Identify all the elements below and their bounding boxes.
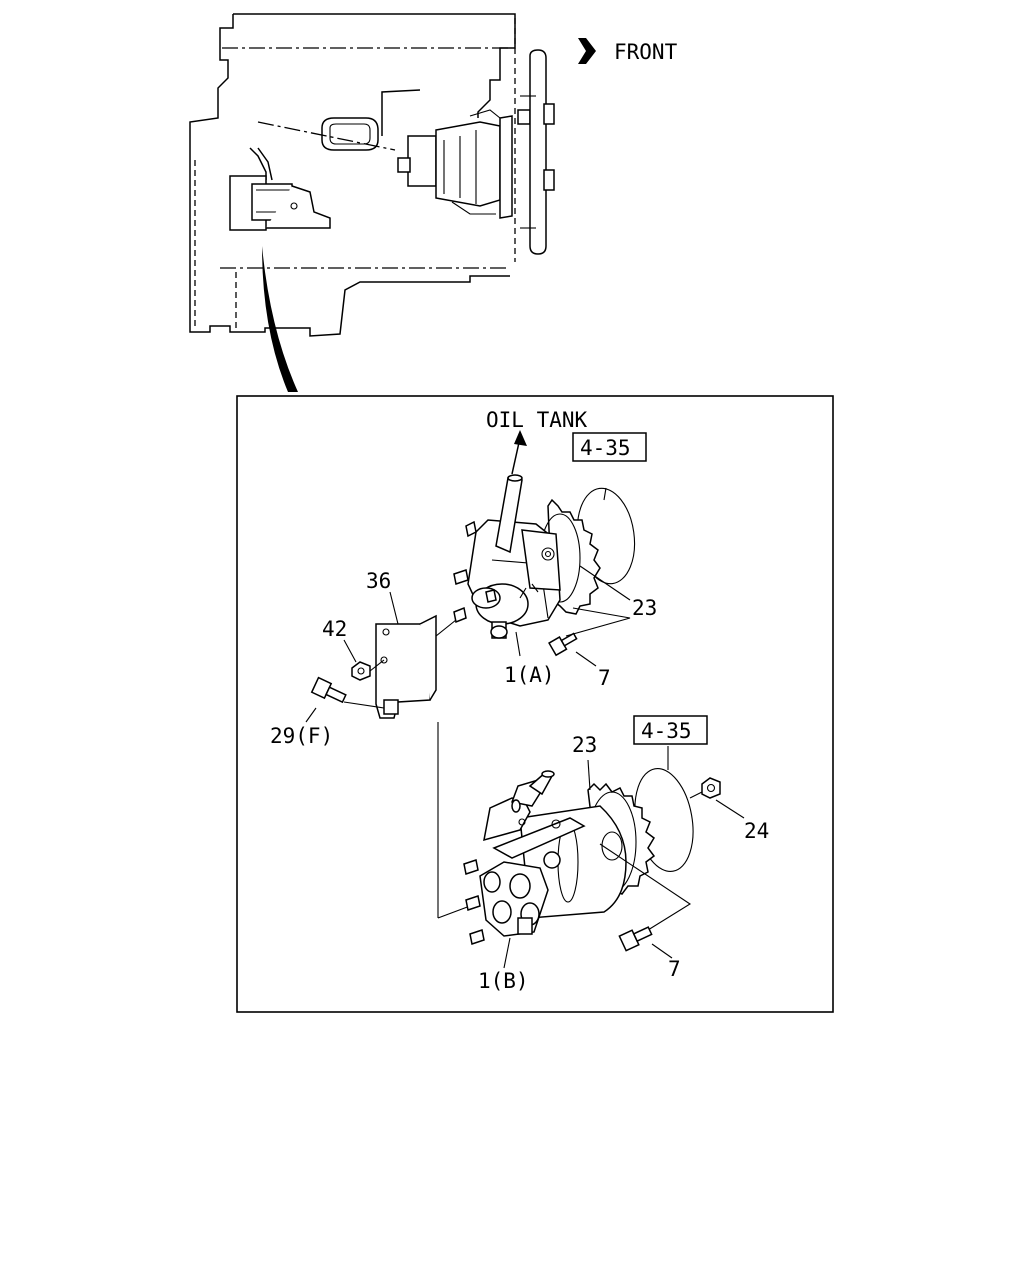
leader-7-lower [651, 943, 673, 959]
arrow-up-icon [514, 430, 527, 446]
leader-1b [503, 937, 511, 969]
bolt-7-upper [548, 632, 578, 657]
leader-23-upper-b [579, 565, 631, 601]
callout-36: 36 [366, 569, 391, 593]
nut-24 [701, 777, 721, 799]
callout-1a: 1(A) [504, 663, 555, 687]
bracket-36 [375, 614, 437, 719]
front-label: FRONT [614, 40, 678, 64]
callout-42: 42 [322, 617, 347, 641]
leader-7-lower-a [599, 843, 692, 931]
leader-ref-upper [603, 487, 607, 501]
link-line-lower [437, 905, 471, 919]
callout-1b: 1(B) [478, 969, 529, 993]
callout-7-lower: 7 [668, 957, 681, 981]
engine-bracket-overview [229, 147, 331, 231]
engine-pump-overview [397, 109, 531, 219]
callout-24: 24 [744, 819, 769, 843]
pump-assembly-a [453, 474, 636, 639]
nut-42 [351, 661, 371, 681]
leader-23-upper [565, 607, 631, 637]
ref-box-upper: 4-35 [572, 432, 647, 462]
svg-text:4-35: 4-35 [641, 719, 692, 743]
detail-leader-swoosh [262, 246, 298, 392]
leader-1a [515, 631, 521, 657]
leader-24 [715, 799, 745, 819]
detail-frame [236, 395, 834, 1013]
link-bracket-pump [435, 619, 457, 637]
pump-assembly-b [463, 768, 694, 945]
callout-29f: 29(F) [270, 724, 333, 748]
leader-42 [343, 639, 357, 663]
svg-text:4-35: 4-35 [580, 436, 631, 460]
front-indicator: FRONT [578, 38, 678, 64]
oil-tank-flow: OIL TANK [486, 408, 588, 475]
callout-7-upper: 7 [598, 666, 611, 690]
front-arrow-icon [578, 38, 596, 64]
bolt-29f [310, 676, 347, 704]
callout-23-upper: 23 [632, 596, 657, 620]
leader-42-b [369, 659, 385, 672]
leader-29f-b [343, 701, 385, 709]
engine-overview [189, 13, 555, 392]
leader-7-upper [575, 651, 597, 667]
ref-box-lower: 4-35 [633, 715, 708, 745]
callout-23-lower: 23 [572, 733, 597, 757]
leader-23-lower [587, 759, 591, 791]
bolt-7-lower [618, 926, 653, 952]
leader-29f [305, 707, 317, 723]
leader-36 [389, 591, 399, 625]
oil-tank-label: OIL TANK [486, 408, 588, 432]
